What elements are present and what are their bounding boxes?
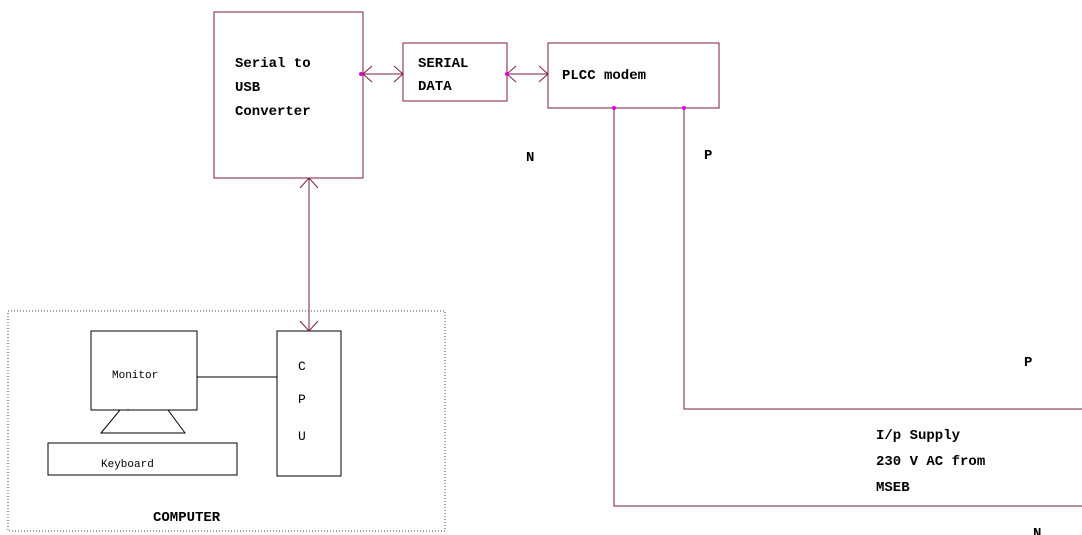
phase-label: P	[704, 148, 712, 164]
cpu-letter: P	[298, 392, 306, 407]
supply-label: MSEB	[876, 480, 910, 496]
arrowhead-down	[299, 320, 319, 332]
monitor-box	[90, 330, 198, 411]
arrowhead-right	[393, 65, 404, 83]
computer-label: COMPUTER	[153, 510, 221, 526]
cpu-box	[276, 330, 342, 477]
neutral-wire	[613, 108, 1082, 507]
connector-dot	[682, 106, 686, 110]
serial-usb-converter-box	[213, 11, 364, 179]
supply-label: 230 V AC from	[876, 454, 985, 470]
cpu-letter: C	[298, 359, 306, 374]
arrowhead-up	[299, 177, 319, 189]
monitor-stand	[99, 409, 186, 434]
monitor-label: Monitor	[112, 370, 158, 382]
neutral-label: N	[1033, 526, 1041, 535]
cpu-letter: U	[298, 429, 306, 444]
computer-enclosure	[7, 310, 446, 532]
serial-usb-label: Serial to	[235, 56, 311, 72]
connector-dot	[359, 72, 363, 76]
plcc-modem-box	[547, 42, 720, 109]
plcc-modem-label: PLCC modem	[562, 68, 646, 84]
connector-dot	[505, 72, 509, 76]
phase-wire	[683, 108, 1082, 410]
arrowhead-right	[538, 65, 549, 83]
serial-data-box	[402, 42, 508, 102]
keyboard-box	[47, 442, 238, 476]
keyboard-label: Keyboard	[101, 459, 154, 471]
serial-usb-label: USB	[235, 80, 261, 96]
serial-usb-label: Converter	[235, 104, 311, 120]
phase-label: P	[1024, 355, 1032, 371]
connector-dot	[612, 106, 616, 110]
neutral-label: N	[526, 150, 534, 166]
serial-data-label: DATA	[418, 79, 452, 95]
supply-label: I/p Supply	[876, 428, 961, 444]
serial-data-label: SERIAL	[418, 56, 468, 72]
